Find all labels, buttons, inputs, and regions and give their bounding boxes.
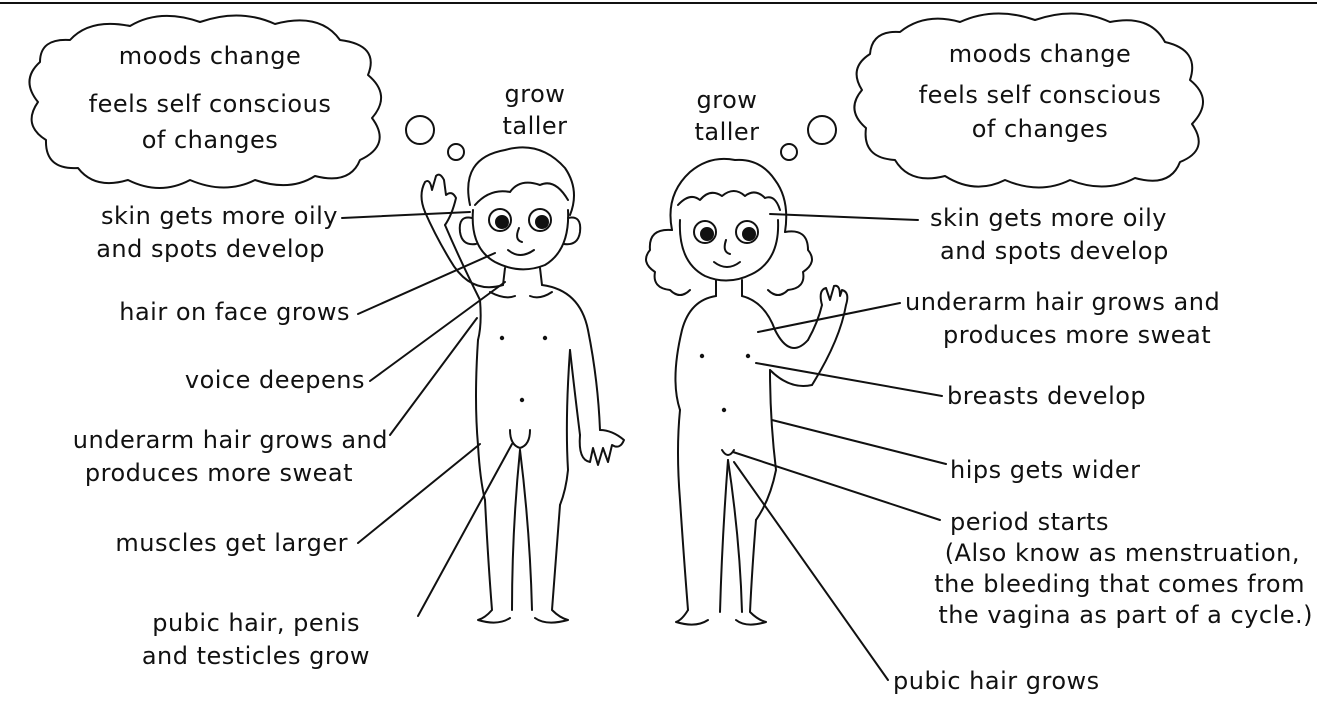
- boy-thought-line1: moods change: [60, 40, 360, 72]
- leader-period: [733, 452, 940, 520]
- leader-voice: [370, 282, 505, 381]
- boy-grow-line1: grow: [480, 78, 590, 110]
- label-pubic-line2: and testicles grow: [20, 640, 370, 672]
- leader-breasts: [756, 363, 942, 396]
- label-period-note-line2: the bleeding that comes from: [835, 568, 1305, 600]
- label-skin-line1: skin gets more oily: [20, 200, 338, 232]
- leader-muscles: [358, 444, 480, 543]
- label-period-note-line3: the vagina as part of a cycle.): [835, 599, 1313, 631]
- label-underarm-girl-line1: underarm hair grows and: [905, 286, 1305, 318]
- leader-pubic: [418, 444, 512, 616]
- label-pubic-line1: pubic hair, penis: [20, 607, 360, 639]
- label-period: period starts: [950, 506, 1190, 538]
- boy-leader-lines: [342, 212, 512, 616]
- label-period-note-line1: (Also know as menstruation,: [845, 537, 1300, 569]
- boy-thought-line3: of changes: [55, 124, 365, 156]
- girl-thought-line1: moods change: [890, 38, 1190, 70]
- girl-thought-line2: feels self conscious: [880, 79, 1200, 111]
- label-skin-line2: and spots develop: [20, 233, 325, 265]
- label-underarm-line2: produces more sweat: [8, 457, 353, 489]
- label-voice: voice deepens: [20, 364, 365, 396]
- label-skin-girl-line1: skin gets more oily: [930, 202, 1250, 234]
- leader-skin-girl: [770, 214, 918, 220]
- label-underarm-line1: underarm hair grows and: [8, 424, 388, 456]
- boy-grow-line2: taller: [480, 110, 590, 142]
- label-skin-girl-line2: and spots develop: [940, 235, 1240, 267]
- girl-figure: [646, 159, 847, 625]
- label-face-hair: hair on face grows: [20, 296, 350, 328]
- label-hips: hips gets wider: [950, 454, 1210, 486]
- girl-thought-line3: of changes: [890, 113, 1190, 145]
- boy-figure: [422, 147, 625, 622]
- leader-hips: [772, 420, 946, 464]
- leader-underarm-girl: [758, 303, 900, 332]
- label-pubic-girl: pubic hair grows: [893, 665, 1193, 697]
- label-breasts: breasts develop: [947, 380, 1227, 412]
- girl-grow-line1: grow: [672, 84, 782, 116]
- boy-thought-line2: feels self conscious: [55, 88, 365, 120]
- label-muscles: muscles get larger: [20, 527, 348, 559]
- girl-grow-line2: taller: [672, 116, 782, 148]
- label-underarm-girl-line2: produces more sweat: [943, 319, 1273, 351]
